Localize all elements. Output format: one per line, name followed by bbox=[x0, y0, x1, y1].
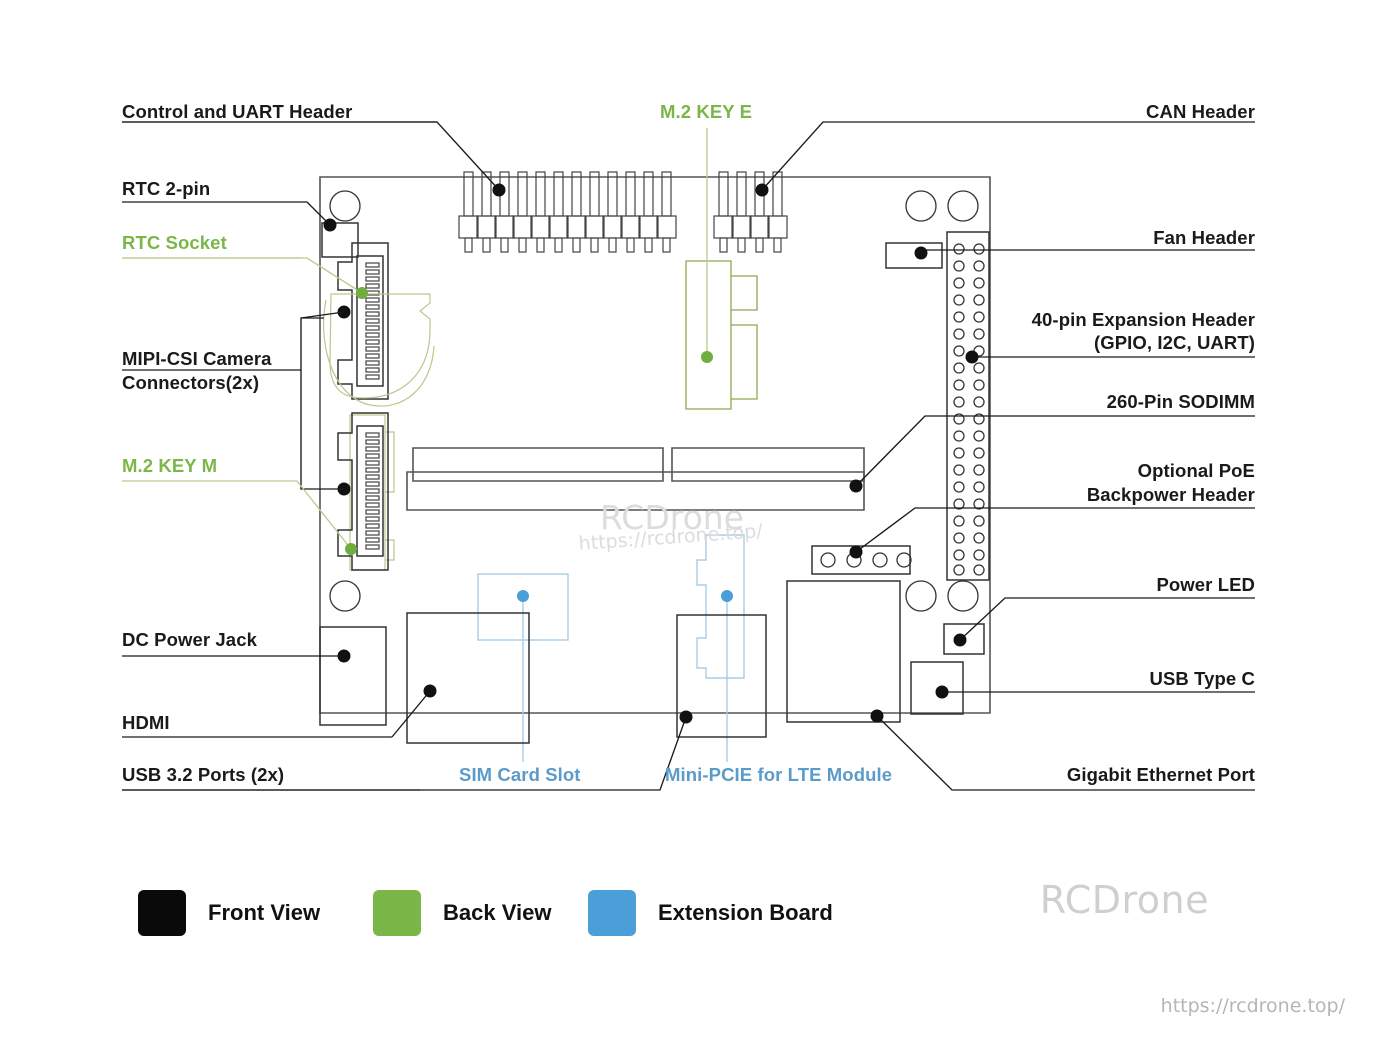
label-mipi-csi-line1: MIPI-CSI Camera bbox=[122, 348, 272, 369]
label-rtc-2pin: RTC 2-pin bbox=[122, 178, 211, 199]
legend-label-back-view: Back View bbox=[443, 900, 552, 925]
label-expansion-header-line2: (GPIO, I2C, UART) bbox=[1093, 332, 1255, 353]
label-can-header: CAN Header bbox=[1146, 101, 1255, 122]
legend-swatch-back-view bbox=[373, 890, 421, 936]
can-header-pins bbox=[713, 171, 788, 253]
usb-type-c-port bbox=[910, 661, 964, 715]
control-uart-header-pins bbox=[458, 171, 677, 253]
power-led bbox=[943, 623, 985, 655]
m2-key-e-slot bbox=[685, 260, 758, 410]
csi1-contacts bbox=[365, 262, 380, 380]
label-dc-power-jack: DC Power Jack bbox=[122, 629, 257, 650]
leader-lines-blue bbox=[517, 590, 733, 762]
legend-label-front-view: Front View bbox=[208, 900, 321, 925]
rtc-coin-cell-socket bbox=[323, 293, 435, 407]
sodimm-socket bbox=[406, 447, 865, 511]
usb32-ports bbox=[676, 614, 767, 738]
leader-lines-green bbox=[122, 128, 713, 555]
label-rtc-socket: RTC Socket bbox=[122, 232, 227, 253]
sim-card-slot bbox=[477, 573, 569, 753]
label-sodimm: 260-Pin SODIMM bbox=[1106, 391, 1255, 412]
label-m2-key-e: M.2 KEY E bbox=[660, 101, 753, 122]
legend-swatch-front-view bbox=[138, 890, 186, 936]
label-underlines bbox=[122, 121, 437, 791]
label-fan-header: Fan Header bbox=[1153, 227, 1255, 248]
legend-label-extension-board: Extension Board bbox=[658, 900, 833, 925]
label-m2-key-m: M.2 KEY M bbox=[122, 455, 218, 476]
brand-url[interactable]: https://rcdrone.top/ bbox=[1160, 995, 1345, 1017]
leader-lines bbox=[122, 121, 1255, 791]
expansion-header-holes bbox=[953, 243, 985, 576]
legend-item-extension-board: Extension Board bbox=[588, 890, 833, 936]
fan-header bbox=[885, 242, 943, 269]
pcb-outline bbox=[319, 176, 991, 714]
gigabit-ethernet-port bbox=[786, 580, 901, 723]
brand-wordmark: RCDrone bbox=[1039, 878, 1209, 922]
label-usb32-ports: USB 3.2 Ports (2x) bbox=[122, 764, 285, 785]
label-poe-line2: Backpower Header bbox=[1086, 484, 1255, 505]
label-expansion-header-line1: 40-pin Expansion Header bbox=[1031, 309, 1255, 330]
label-poe-line1: Optional PoE bbox=[1137, 460, 1255, 481]
expansion-header-40pin bbox=[946, 231, 990, 581]
mini-pcie-slot bbox=[696, 534, 745, 753]
legend-item-back-view: Back View bbox=[373, 890, 551, 936]
label-sim-card-slot: SIM Card Slot bbox=[459, 764, 581, 785]
mipi-csi-connector-2 bbox=[337, 412, 389, 571]
dc-power-jack bbox=[319, 626, 387, 726]
label-power-led: Power LED bbox=[1156, 574, 1255, 595]
label-mini-pcie: Mini-PCIE for LTE Module bbox=[665, 764, 893, 785]
rtc-2pin-pad bbox=[321, 222, 359, 258]
hdmi-port bbox=[406, 612, 530, 744]
mipi-csi-connector-1 bbox=[337, 242, 389, 400]
legend-item-front-view: Front View bbox=[138, 890, 320, 936]
label-control-uart-header: Control and UART Header bbox=[122, 101, 353, 122]
csi2-contacts bbox=[365, 432, 380, 550]
label-mipi-csi-line2: Connectors(2x) bbox=[122, 372, 260, 393]
label-usb-type-c: USB Type C bbox=[1149, 668, 1255, 689]
label-gigabit-ethernet: Gigabit Ethernet Port bbox=[1066, 764, 1255, 785]
label-hdmi: HDMI bbox=[122, 712, 170, 733]
legend-swatch-extension-board bbox=[588, 890, 636, 936]
